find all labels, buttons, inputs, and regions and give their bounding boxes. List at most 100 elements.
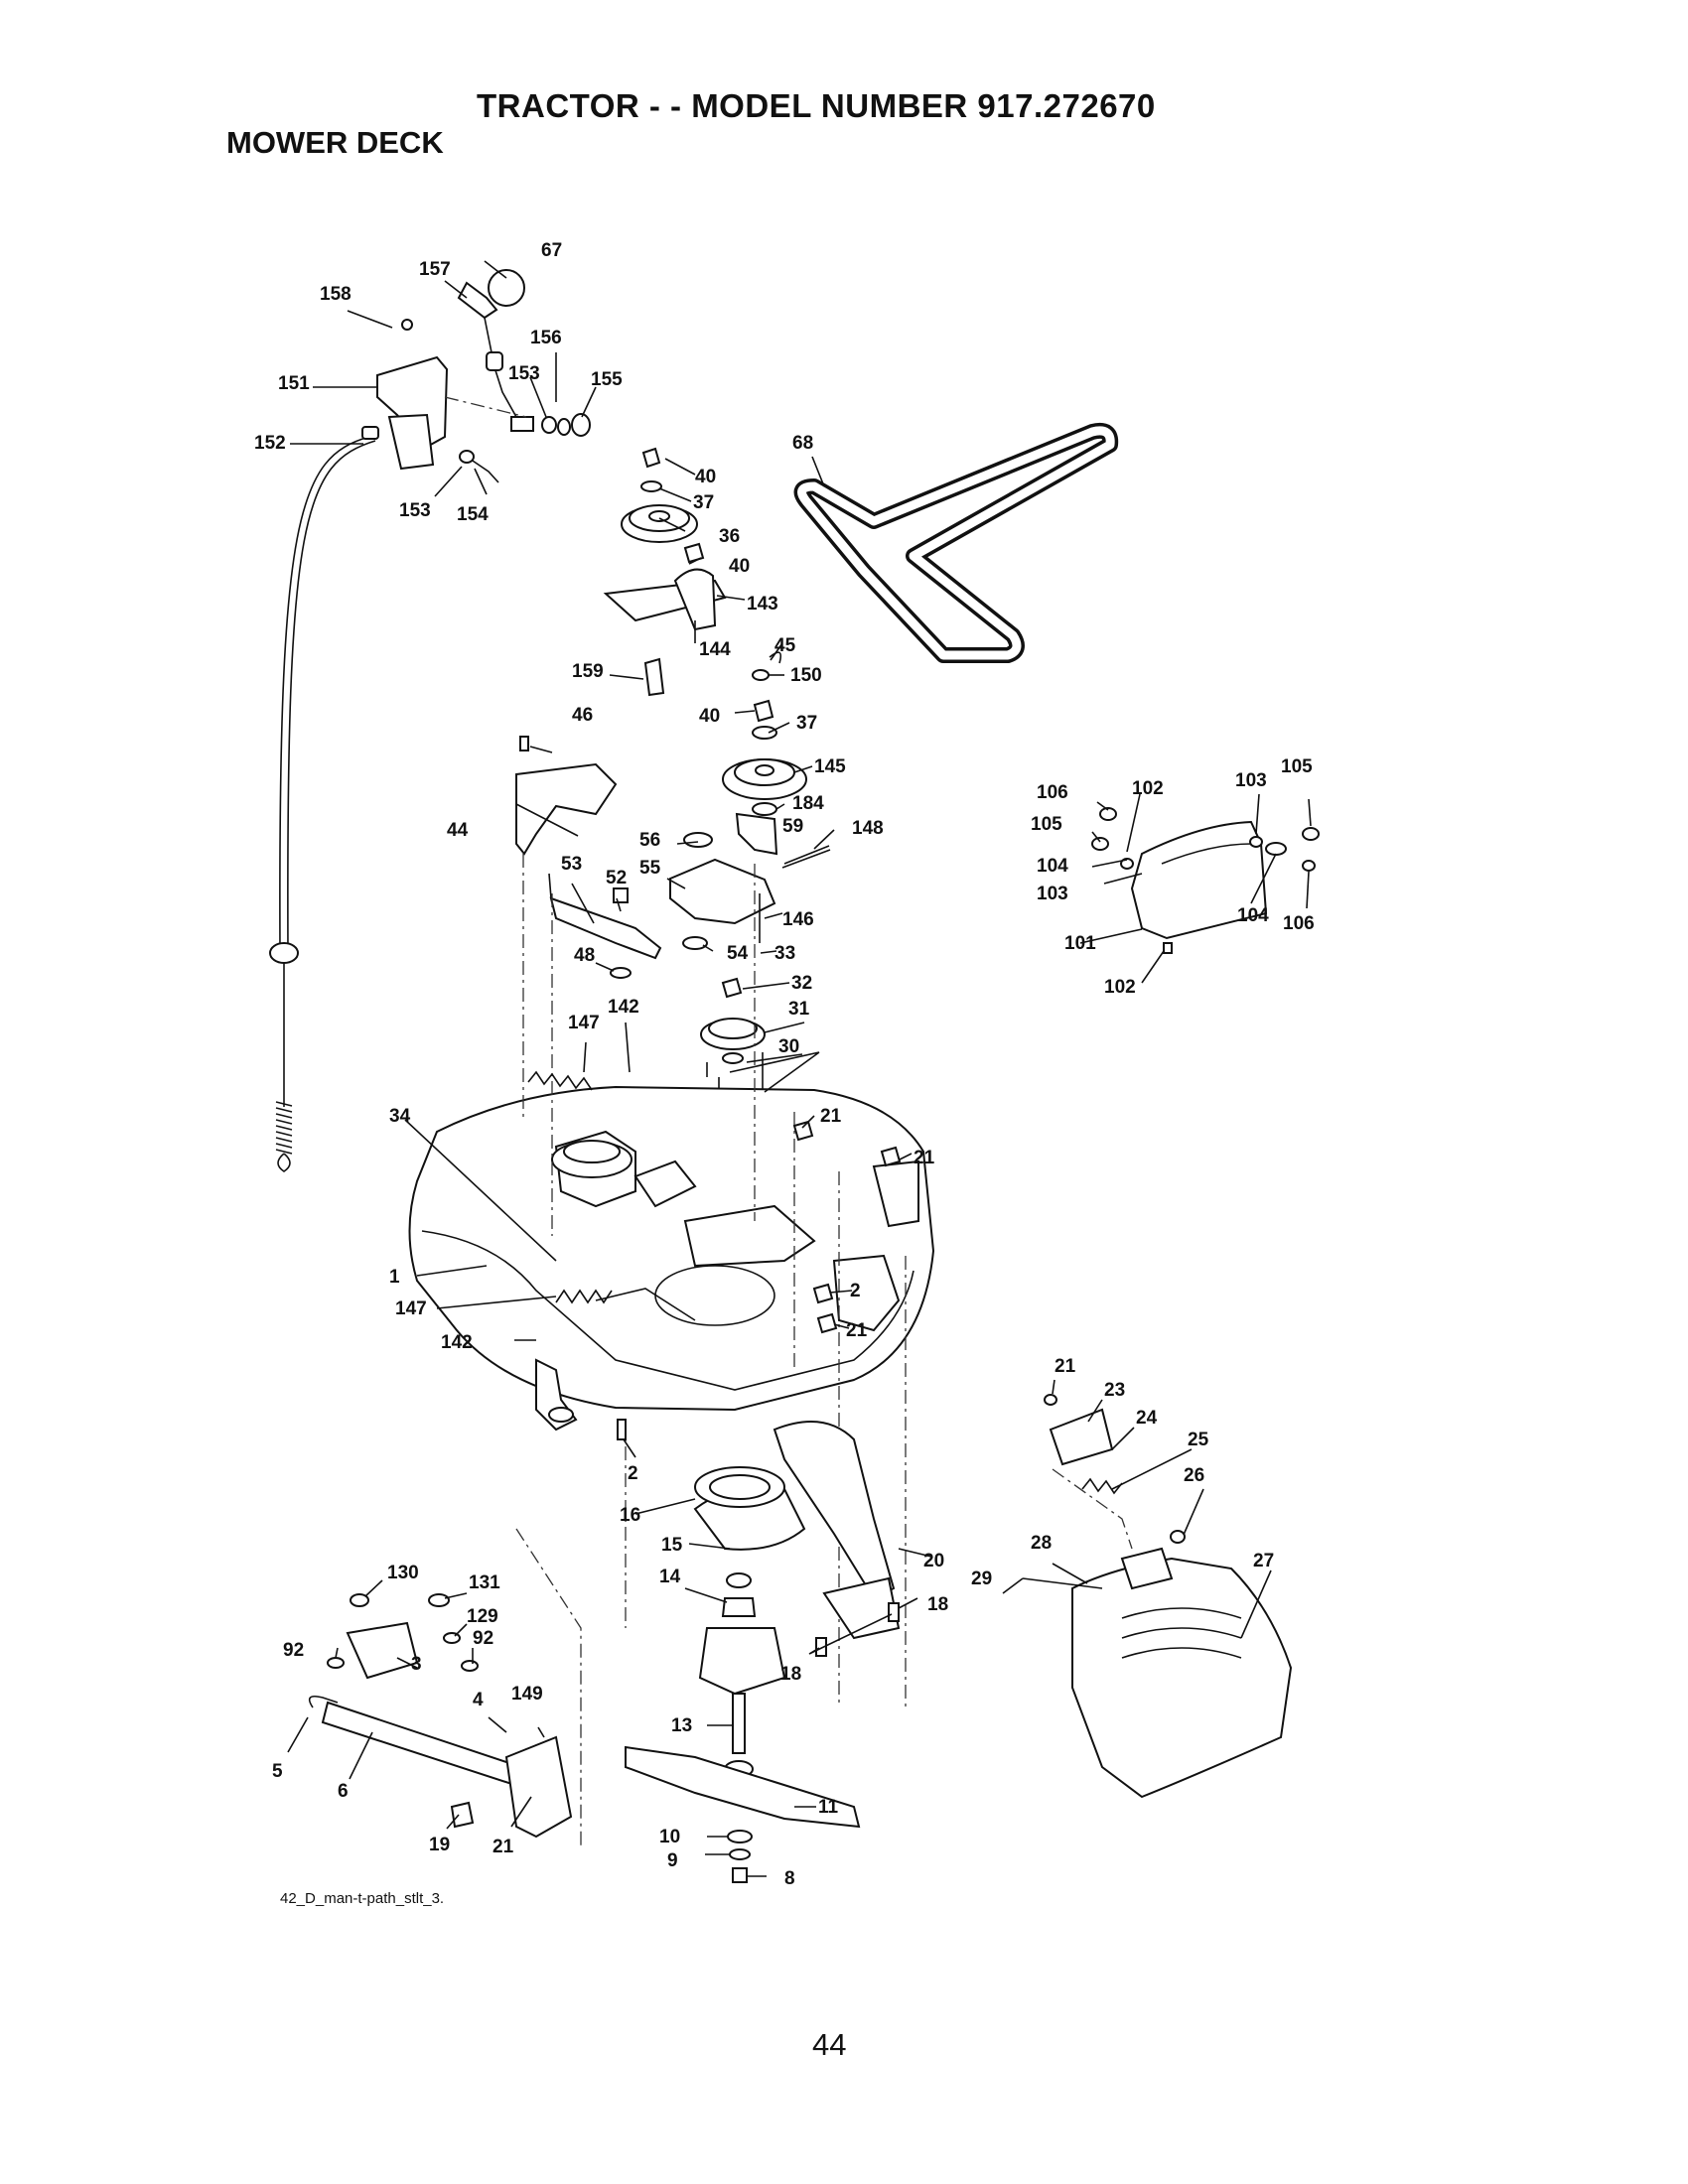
part-label: 10: [659, 1827, 680, 1847]
part-label: 46: [572, 705, 593, 726]
part-label: 37: [693, 492, 714, 513]
part-label: 27: [1253, 1551, 1274, 1571]
part-label: 150: [790, 665, 822, 686]
part-label: 21: [1055, 1356, 1076, 1377]
part-label: 153: [508, 363, 540, 384]
part-label: 55: [639, 858, 661, 879]
part-label: 52: [606, 868, 627, 888]
part-label: 92: [473, 1628, 493, 1649]
part-label: 143: [747, 594, 778, 614]
spindle-assembly: [625, 1466, 861, 1883]
part-label: 37: [796, 713, 817, 734]
part-label: 48: [574, 945, 595, 966]
part-label: 101: [1064, 933, 1096, 954]
part-label: 59: [782, 816, 803, 837]
part-label: 144: [699, 639, 731, 660]
part-label: 148: [852, 818, 884, 839]
part-label: 11: [818, 1797, 839, 1818]
part-label: 21: [846, 1320, 868, 1341]
part-label: 31: [788, 999, 810, 1020]
part-label: 30: [778, 1036, 799, 1057]
part-label: 142: [441, 1332, 473, 1353]
part-label: 26: [1184, 1465, 1204, 1486]
part-label: 15: [661, 1535, 683, 1556]
part-label: 21: [492, 1837, 514, 1857]
part-label: 147: [568, 1013, 600, 1033]
part-label: 21: [914, 1148, 935, 1168]
page-number: 44: [812, 2027, 847, 2062]
idler-bracket: [669, 832, 776, 950]
part-label: 40: [695, 467, 716, 487]
part-label: 184: [792, 793, 824, 814]
part-label: 44: [447, 820, 469, 841]
part-label: 105: [1281, 756, 1313, 777]
part-label: 147: [395, 1298, 427, 1319]
part-label: 157: [419, 259, 451, 280]
part-label: 29: [971, 1569, 992, 1589]
part-label: 151: [278, 373, 310, 394]
cable-assembly: [269, 426, 379, 1172]
part-label: 18: [927, 1594, 948, 1615]
part-label: 32: [791, 973, 812, 994]
part-label: 146: [782, 909, 814, 930]
part-label: 2: [850, 1281, 861, 1301]
part-label: 129: [467, 1606, 498, 1627]
part-label: 103: [1235, 770, 1267, 791]
part-label: 20: [923, 1551, 944, 1571]
part-label: 158: [320, 284, 352, 305]
discharge-chute: [1022, 1394, 1293, 1799]
part-label: 154: [457, 504, 489, 525]
part-label: 18: [780, 1664, 801, 1685]
part-label: 45: [774, 635, 796, 656]
part-label: 5: [272, 1761, 283, 1782]
drive-belt: [793, 422, 1119, 663]
mower-deck: [408, 1085, 935, 1412]
part-label: 53: [561, 854, 582, 875]
rear-baffle: [773, 1421, 901, 1657]
part-label: 145: [814, 756, 846, 777]
part-label: 149: [511, 1684, 543, 1705]
figure-caption: 42_D_man-t-path_stlt_3.: [280, 1890, 445, 1907]
part-label: 4: [473, 1690, 484, 1710]
part-number-labels: 67 157 158 156 153 155 151 152 153 154 6…: [254, 240, 1315, 1889]
part-label: 9: [667, 1850, 678, 1871]
part-label: 142: [608, 997, 639, 1018]
part-label: 8: [784, 1868, 795, 1889]
part-label: 104: [1237, 905, 1269, 926]
part-label: 1: [389, 1267, 400, 1288]
part-label: 14: [659, 1567, 681, 1587]
part-label: 40: [699, 706, 720, 727]
part-label: 23: [1104, 1380, 1125, 1401]
part-label: 16: [620, 1505, 640, 1526]
part-label: 3: [411, 1654, 422, 1675]
part-label: 92: [283, 1640, 304, 1661]
part-label: 13: [671, 1715, 692, 1736]
part-label: 106: [1283, 913, 1315, 934]
part-label: 102: [1132, 778, 1164, 799]
part-label: 152: [254, 433, 286, 454]
part-label: 159: [572, 661, 604, 682]
lift-handle-assembly: [376, 269, 591, 483]
idler-pulley-upper: [603, 447, 831, 869]
part-label: 40: [729, 556, 750, 577]
belt-guard: [515, 736, 618, 856]
part-label: 36: [719, 526, 740, 547]
part-label: 34: [389, 1106, 411, 1127]
deck-bracket: [535, 1358, 578, 1432]
part-label: 25: [1188, 1430, 1209, 1450]
part-label: 105: [1031, 814, 1062, 835]
part-label: 156: [530, 328, 562, 348]
section-title: MOWER DECK: [226, 125, 444, 160]
spring: [527, 1070, 613, 1304]
part-label: 103: [1037, 884, 1068, 904]
part-label: 155: [591, 369, 623, 390]
part-label: 6: [338, 1781, 349, 1802]
part-label: 24: [1136, 1408, 1158, 1429]
part-label: 54: [727, 943, 749, 964]
part-label: 102: [1104, 977, 1136, 998]
part-label: 21: [820, 1106, 842, 1127]
idler-arm: [548, 873, 662, 979]
part-label: 68: [792, 433, 813, 454]
part-label: 67: [541, 240, 562, 261]
